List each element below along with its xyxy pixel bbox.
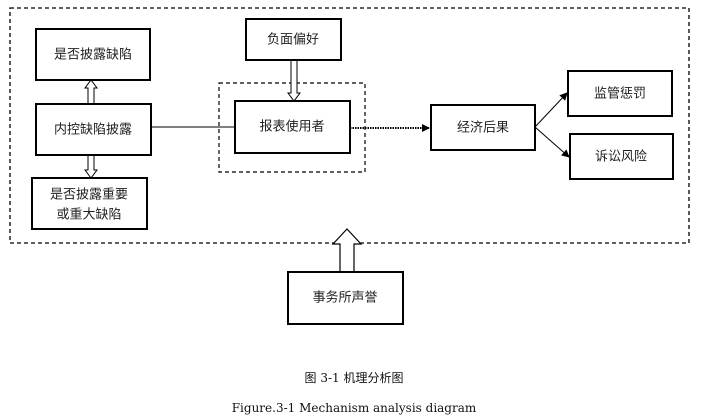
node-label: 监管惩罚 [594, 87, 646, 102]
double-arrow-up [84, 79, 98, 104]
node-label: 事务所声誉 [312, 290, 377, 306]
node-disclose-major-defect: 是否披露重要 或重大缺陷 [31, 177, 148, 230]
double-arrow-negative-preference [287, 60, 301, 102]
node-negative-preference: 负面偏好 [245, 18, 342, 61]
node-economic-consequences: 经济后果 [430, 104, 536, 151]
node-label-line1: 是否披露重要 [50, 187, 128, 203]
node-audit-firm-reputation: 事务所声誉 [287, 271, 404, 325]
double-arrow-down [84, 155, 98, 179]
arrow-to-penalty [534, 92, 568, 128]
node-label: 是否披露缺陷 [54, 48, 132, 63]
caption-chinese: 图 3-1 机理分析图 [305, 371, 404, 385]
node-label-line2: 或重大缺陷 [56, 207, 121, 223]
node-label: 内控缺陷披露 [54, 122, 132, 138]
node-report-users: 报表使用者 [234, 100, 351, 154]
node-label: 诉讼风险 [595, 150, 647, 165]
node-label: 经济后果 [457, 121, 509, 136]
node-disclose-defect: 是否披露缺陷 [35, 28, 151, 81]
node-label: 负面偏好 [267, 33, 319, 48]
node-regulatory-penalty: 监管惩罚 [567, 70, 673, 117]
node-litigation-risk: 诉讼风险 [569, 133, 674, 180]
arrow-to-litigation [534, 126, 570, 158]
hollow-arrow-up [331, 228, 363, 272]
node-label: 报表使用者 [259, 119, 324, 135]
node-ic-defect-disclosure: 内控缺陷披露 [35, 103, 152, 156]
caption-english: Figure.3-1 Mechanism analysis diagram [232, 401, 477, 415]
